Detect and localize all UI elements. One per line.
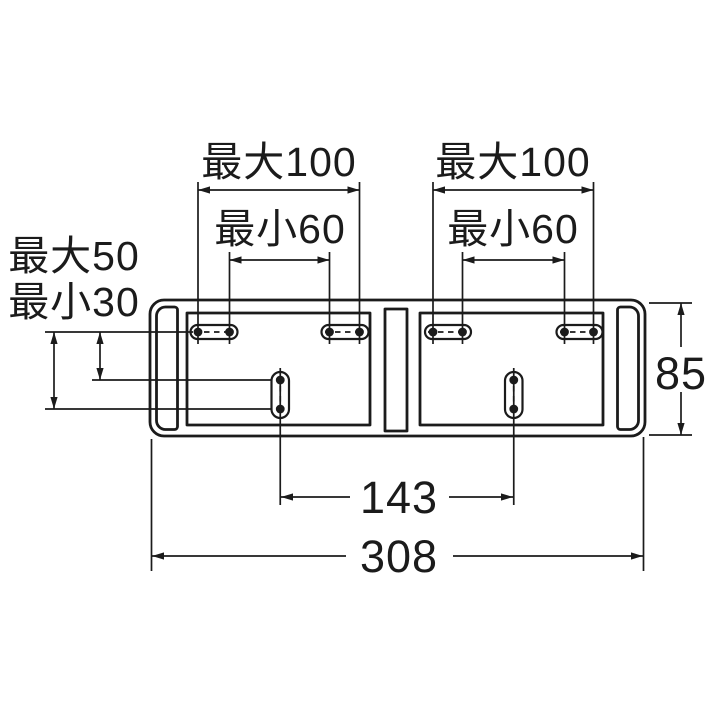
screw-dot bbox=[325, 327, 334, 337]
dim-label-max50: 最大50 bbox=[8, 233, 140, 279]
screw-dot bbox=[355, 327, 364, 337]
dim-label-min60-right: 最小60 bbox=[447, 206, 579, 252]
screw-dot bbox=[589, 327, 598, 337]
screw-dot bbox=[560, 327, 569, 337]
dim-label-max100-left: 最大100 bbox=[201, 139, 356, 185]
dim-label-max100-right: 最大100 bbox=[435, 139, 590, 185]
screw-dot bbox=[275, 404, 285, 414]
dim-label-min60-left: 最小60 bbox=[214, 206, 346, 252]
dimension-max100-right: 最大100 bbox=[432, 139, 595, 344]
center-divider bbox=[383, 307, 409, 433]
dim-label-143: 143 bbox=[360, 472, 438, 523]
dim-label-85: 85 bbox=[655, 348, 707, 399]
dimension-min30: 最小30 bbox=[8, 279, 272, 381]
dimension-max50: 最大50 bbox=[8, 233, 272, 410]
screw-dot bbox=[509, 404, 519, 414]
screw-dot bbox=[428, 327, 438, 337]
dimension-min60-left: 最小60 bbox=[214, 206, 346, 344]
screw-hole-dots bbox=[193, 327, 598, 414]
dimension-308: 308 bbox=[150, 437, 645, 582]
dimension-min60-right: 最小60 bbox=[447, 206, 579, 344]
left-end-cap bbox=[155, 305, 179, 431]
screw-dot bbox=[509, 375, 519, 385]
screw-dot bbox=[193, 327, 203, 337]
towel-bar-assembly bbox=[148, 298, 647, 438]
dimension-85: 85 bbox=[649, 302, 707, 436]
screw-dot bbox=[275, 375, 285, 385]
dim-label-308: 308 bbox=[360, 531, 438, 582]
dimension-143: 143 bbox=[279, 368, 515, 523]
dim-label-min30: 最小30 bbox=[8, 279, 140, 325]
screw-dot bbox=[225, 327, 234, 337]
right-end-cap bbox=[616, 305, 640, 431]
screw-dot bbox=[458, 327, 467, 337]
dimension-max100-left: 最大100 bbox=[197, 139, 361, 344]
